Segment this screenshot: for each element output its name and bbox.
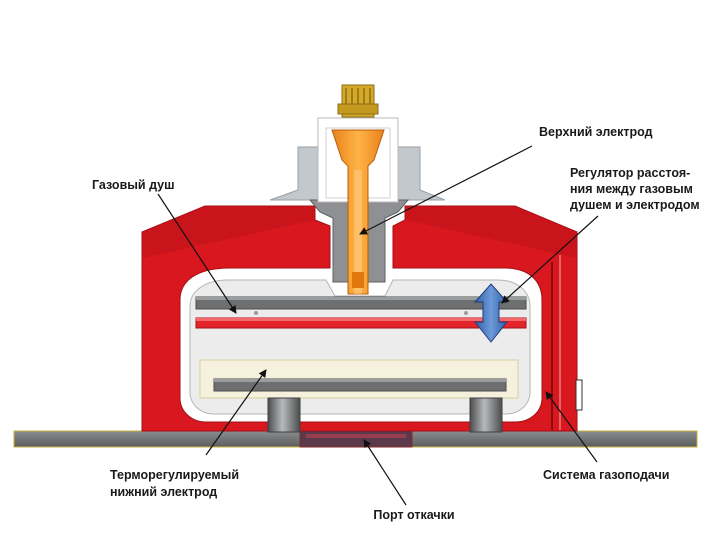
label-lower-electrode-line-2: нижний электрод (110, 485, 217, 499)
pointer-gap-regulator (501, 215, 599, 304)
label-lower-electrode-line-1: Терморегулируемый (110, 468, 239, 482)
label-pump-port: Порт откачки (373, 508, 454, 522)
pointer-lines (157, 145, 599, 506)
label-upper-electrode: Верхний электрод (539, 125, 653, 139)
label-gap-regulator-line-1: Регулятор расстоя- (570, 166, 690, 180)
label-gap-regulator-line-2: ния между газовым (570, 182, 693, 196)
pointer-upper-electrode (359, 145, 533, 235)
base-plate (13, 430, 698, 448)
upper-electrode-plate (195, 317, 527, 329)
labels: Верхний электрод Газовый душ Регулятор р… (92, 125, 700, 522)
support-posts (267, 397, 503, 433)
chamber-body (141, 205, 583, 432)
label-gap-regulator-line-3: душем и электродом (570, 198, 700, 212)
pointer-gas-shower (157, 193, 237, 314)
lower-electrode (199, 359, 519, 399)
label-gas-shower: Газовый душ (92, 178, 175, 192)
pointer-lower-electrode (205, 369, 267, 456)
rf-connector (337, 84, 379, 118)
upper-electrode-rod (331, 129, 385, 295)
label-gas-supply: Система газоподачи (543, 468, 669, 482)
pointer-pump-port (363, 439, 407, 506)
pointer-gas-supply (545, 391, 598, 463)
gas-shower-plate (195, 296, 527, 315)
